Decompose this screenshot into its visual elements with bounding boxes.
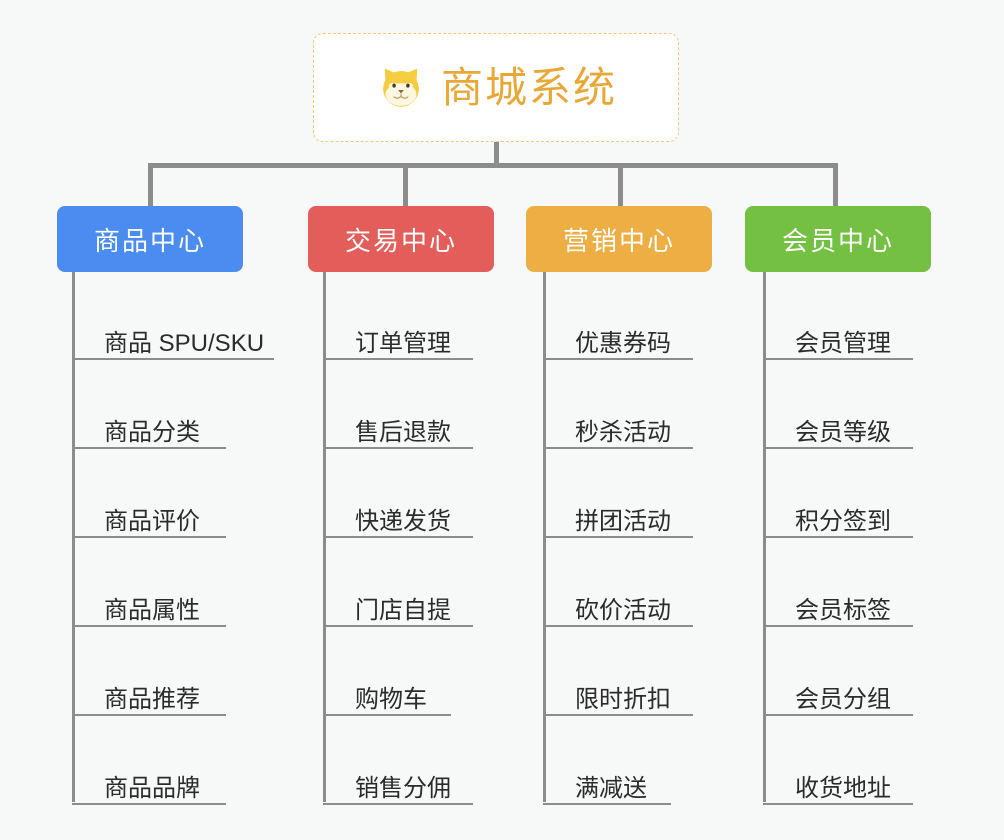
leaf-item[interactable]: 拼团活动 (543, 494, 693, 538)
category-title-product-center: 商品中心 (93, 225, 206, 256)
leaf-item[interactable]: 商品分类 (72, 405, 226, 449)
leaf-label: 砍价活动 (575, 596, 671, 624)
leaf-label: 商品 SPU/SKU (104, 329, 265, 357)
leaf-label: 收货地址 (795, 774, 891, 802)
leaf-item[interactable]: 订单管理 (323, 316, 473, 360)
category-box-product-center[interactable]: 商品中心 (57, 206, 243, 272)
leaf-item[interactable]: 优惠券码 (543, 316, 693, 360)
root-node[interactable]: 商城系统 (313, 33, 679, 142)
leaf-label: 销售分佣 (355, 774, 451, 802)
leaf-item[interactable]: 积分签到 (763, 494, 913, 538)
shiba-dog-face-icon (375, 62, 427, 114)
leaf-label: 满减送 (575, 774, 647, 802)
category-box-marketing-center[interactable]: 营销中心 (526, 206, 712, 272)
leaf-label: 商品分类 (104, 418, 200, 446)
leaf-item[interactable]: 收货地址 (763, 761, 913, 805)
leaf-label: 商品品牌 (104, 774, 200, 802)
leaf-label: 限时折扣 (575, 685, 671, 713)
connector-drop-product (148, 163, 153, 208)
leaf-label: 积分签到 (795, 507, 891, 535)
leaf-label: 购物车 (355, 685, 427, 713)
leaf-item[interactable]: 商品 SPU/SKU (72, 316, 274, 360)
leaf-item[interactable]: 商品品牌 (72, 761, 226, 805)
leaf-item[interactable]: 快递发货 (323, 494, 473, 538)
leaf-label: 会员标签 (795, 596, 891, 624)
leaf-item[interactable]: 限时折扣 (543, 672, 693, 716)
leaf-item[interactable]: 会员管理 (763, 316, 913, 360)
connector-drop-member (833, 163, 838, 208)
leaf-label: 会员等级 (795, 418, 891, 446)
leaf-label: 商品属性 (104, 596, 200, 624)
category-box-transaction-center[interactable]: 交易中心 (308, 206, 494, 272)
leaf-label: 商品推荐 (104, 685, 200, 713)
leaf-label: 商品评价 (104, 507, 200, 535)
leaf-item[interactable]: 会员分组 (763, 672, 913, 716)
leaf-item[interactable]: 商品属性 (72, 583, 226, 627)
leaf-item[interactable]: 销售分佣 (323, 761, 473, 805)
connector-drop-transaction (403, 163, 408, 208)
leaf-label: 优惠券码 (575, 329, 671, 357)
leaf-item[interactable]: 门店自提 (323, 583, 473, 627)
leaf-item[interactable]: 购物车 (323, 672, 451, 716)
category-title-transaction-center: 交易中心 (344, 225, 457, 256)
leaf-item[interactable]: 售后退款 (323, 405, 473, 449)
page-title: 商城系统 (440, 63, 617, 111)
leaf-item[interactable]: 会员等级 (763, 405, 913, 449)
connector-root-stem (494, 142, 499, 168)
leaf-label: 会员分组 (795, 685, 891, 713)
category-box-member-center[interactable]: 会员中心 (745, 206, 931, 272)
leaf-label: 拼团活动 (575, 507, 671, 535)
connector-horizontal-bus (148, 163, 838, 168)
leaf-label: 售后退款 (355, 418, 451, 446)
leaf-label: 快递发货 (355, 507, 451, 535)
leaf-item[interactable]: 满减送 (543, 761, 671, 805)
leaf-item[interactable]: 砍价活动 (543, 583, 693, 627)
leaf-item[interactable]: 商品推荐 (72, 672, 226, 716)
leaf-label: 会员管理 (795, 329, 891, 357)
category-title-member-center: 会员中心 (781, 225, 894, 256)
leaf-item[interactable]: 商品评价 (72, 494, 226, 538)
leaf-label: 秒杀活动 (575, 418, 671, 446)
leaf-item[interactable]: 会员标签 (763, 583, 913, 627)
category-title-marketing-center: 营销中心 (562, 225, 675, 256)
leaf-label: 门店自提 (355, 596, 451, 624)
leaf-label: 订单管理 (355, 329, 451, 357)
connector-drop-marketing (618, 163, 623, 208)
leaf-item[interactable]: 秒杀活动 (543, 405, 693, 449)
